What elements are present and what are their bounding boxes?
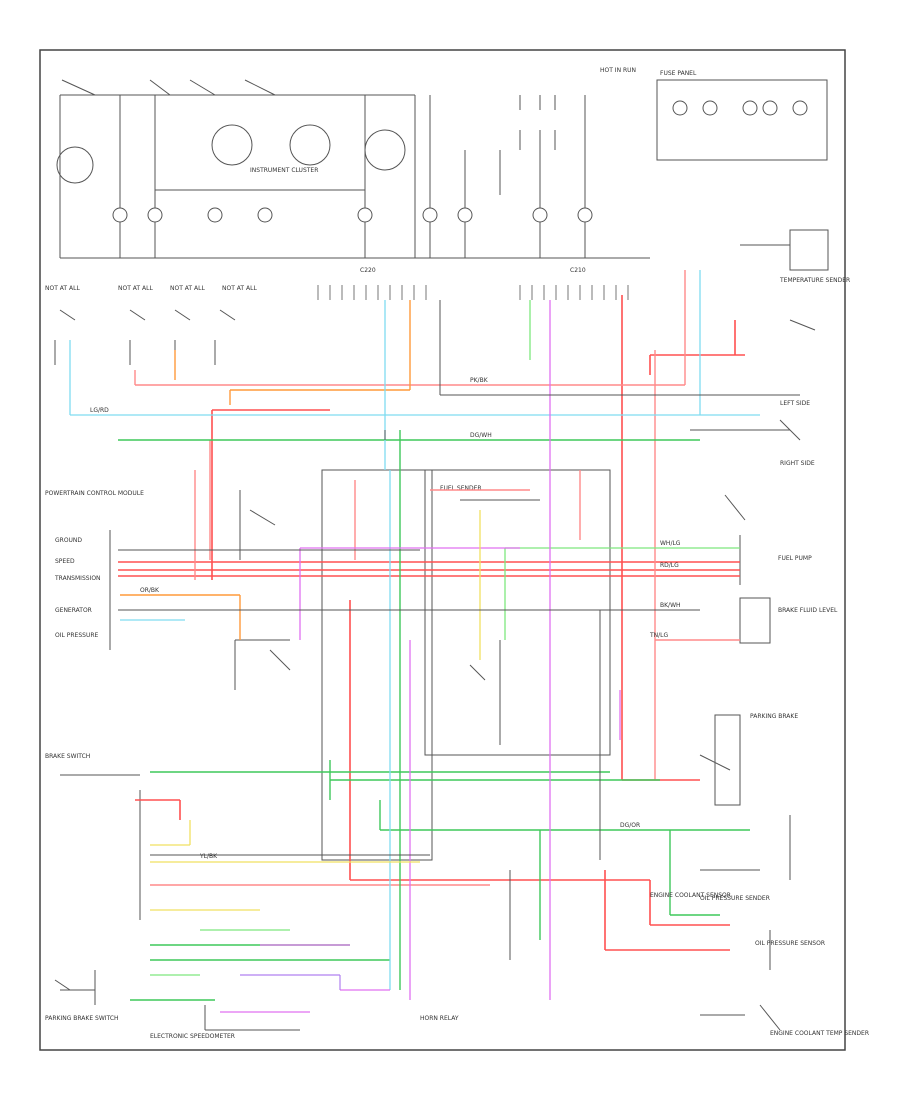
gauge-oil (364, 129, 406, 171)
right-4-label: FUEL PUMP (778, 555, 812, 562)
bottom-5-label: OIL PRESSURE SENSOR (755, 940, 825, 947)
connector-c1-label: C220 (360, 267, 376, 274)
generator-label: GENERATOR (55, 607, 92, 614)
fuse-panel-label: FUSE PANEL (660, 70, 697, 77)
diagram-frame (39, 49, 846, 1051)
wire-label-4: OR/BK (140, 587, 160, 594)
oil-pressure-label: OIL PRESSURE (55, 632, 98, 639)
right-8-label: ENGINE COOLANT TEMP SENDER (770, 1030, 869, 1037)
wire-magenta-group (220, 300, 621, 1013)
lower-left-sensor-block (60, 774, 141, 920)
bottom-1-label: PARKING BRAKE SWITCH (45, 1015, 119, 1022)
right-7-label: OIL PRESSURE SENDER (700, 895, 770, 902)
wire-cyan-group (69, 270, 760, 990)
powertrain-label: POWERTRAIN CONTROL MODULE (45, 490, 144, 497)
wire-label-7: BK/WH (660, 602, 681, 609)
wire-label-3: PK/BK (470, 377, 489, 384)
wire-label-6: RD/LG (660, 562, 679, 569)
right-1-label: TEMPERATURE SENDER (779, 277, 850, 284)
wire-label-2: DG/WH (470, 432, 492, 439)
gauge-temp (289, 124, 331, 166)
right-components (699, 229, 829, 1031)
wire-label-10: DG/OR (620, 822, 640, 829)
parking-brake-switch (54, 970, 300, 1031)
center-modules (234, 469, 611, 861)
brake-switch-label: BRAKE SWITCH (45, 753, 90, 760)
wire-green-group (118, 430, 750, 1001)
indicator-lamps (112, 207, 593, 223)
bottom-4-label: ENGINE COOLANT SENSOR (650, 892, 731, 899)
ground-label: GROUND (55, 537, 82, 544)
right-6-label: PARKING BRAKE (750, 713, 798, 720)
connector-c2-label: C210 (570, 267, 586, 274)
wire-label-1: LG/RD (90, 407, 109, 414)
bottom-3-label: HORN RELAY (420, 1015, 459, 1022)
wire-red-group (118, 295, 745, 951)
wire-label-5: WH/LG (660, 540, 681, 547)
left-module-3-label: NOT AT ALL (170, 285, 205, 292)
left-module-2-label: NOT AT ALL (118, 285, 153, 292)
wire-orange-group (120, 300, 411, 640)
gauge-fuel (211, 124, 253, 166)
bottom-2-label: ELECTRONIC SPEEDOMETER (150, 1033, 235, 1040)
wire-violet-group (240, 974, 341, 990)
wire-label-9: TN/LG (649, 632, 669, 639)
right-2-label: LEFT SIDE (780, 400, 810, 407)
wire-lightgreen-group (150, 300, 740, 976)
wire-yellow-group (150, 510, 481, 911)
gauge-speedometer (56, 146, 94, 184)
fuel-sender-label: FUEL SENDER (440, 485, 482, 492)
left-switches (54, 309, 236, 365)
wire-label-8: YL/BK (199, 853, 218, 860)
transmission-label: TRANSMISSION (54, 575, 101, 582)
wire-black-group (118, 244, 790, 1016)
left-module-4-label: NOT AT ALL (222, 285, 257, 292)
right-5-label: BRAKE FLUID LEVEL (778, 607, 838, 614)
gauge-group (56, 124, 406, 184)
right-3-label: RIGHT SIDE (780, 460, 815, 467)
instrument-panel-section (59, 79, 650, 259)
left-module-1-label: NOT AT ALL (45, 285, 80, 292)
instrument-cluster-label: INSTRUMENT CLUSTER (250, 167, 318, 174)
hot-in-run-label: HOT IN RUN (600, 67, 636, 74)
warning-module (656, 79, 828, 161)
speed-label: SPEED (55, 558, 75, 565)
connector-pins (317, 285, 629, 300)
